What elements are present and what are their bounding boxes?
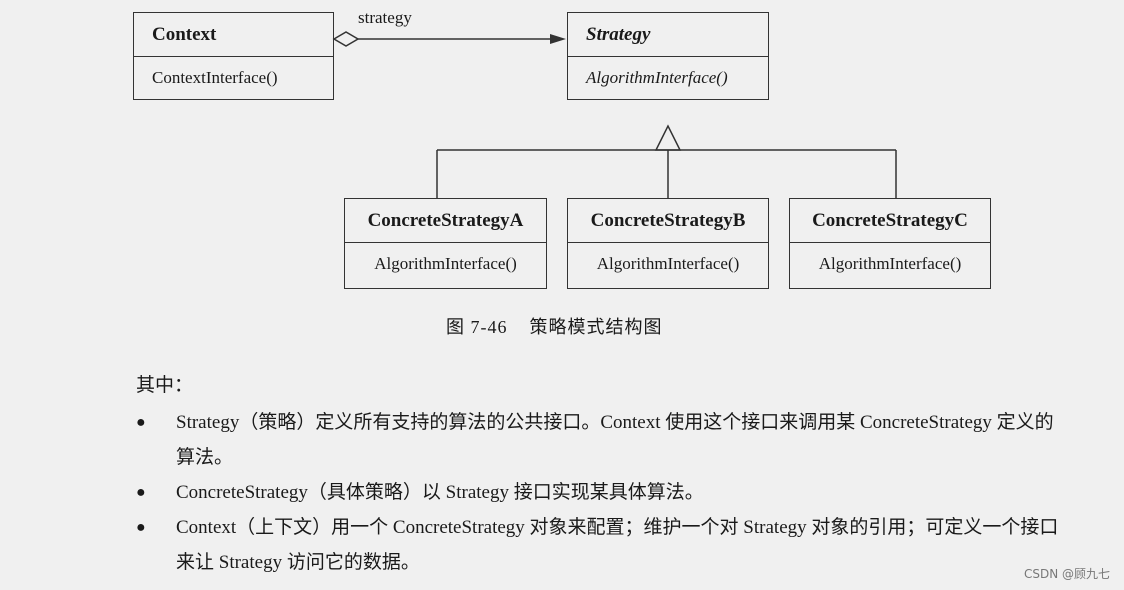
- class-context: Context ContextInterface(): [133, 12, 334, 100]
- figure-caption: 图 7-46 策略模式结构图: [446, 313, 663, 339]
- class-concrete-strategy-a: ConcreteStrategyA AlgorithmInterface(): [344, 198, 547, 289]
- class-concrete-strategy-b-method: AlgorithmInterface(): [596, 254, 740, 273]
- bullet-icon: ●: [136, 484, 146, 501]
- class-concrete-strategy-c: ConcreteStrategyC AlgorithmInterface(): [789, 198, 991, 289]
- list-item-text: ConcreteStrategy（具体策略）以 Strategy 接口实现某具体…: [176, 482, 704, 503]
- figure-number: 图 7-46: [446, 317, 508, 337]
- class-context-method: ContextInterface(): [152, 68, 278, 87]
- association-arrowhead: [550, 34, 566, 44]
- aggregation-diamond: [332, 31, 360, 47]
- list-item-text: Context（上下文）用一个 ConcreteStrategy 对象来配置；维…: [176, 517, 1059, 573]
- class-concrete-strategy-c-name: ConcreteStrategyC: [790, 199, 990, 243]
- description-intro: 其中：: [136, 375, 194, 396]
- diagram-connectors: [332, 31, 897, 198]
- description-list: ● Strategy（策略）定义所有支持的算法的公共接口。Context 使用这…: [136, 405, 1066, 580]
- class-context-name: Context: [134, 13, 333, 57]
- watermark: CSDN @顾九七: [1023, 567, 1110, 581]
- class-strategy-method: AlgorithmInterface(): [586, 68, 728, 87]
- list-item: ● ConcreteStrategy（具体策略）以 Strategy 接口实现某…: [136, 475, 1066, 510]
- list-item-text: Strategy（策略）定义所有支持的算法的公共接口。Context 使用这个接…: [176, 412, 1054, 468]
- bullet-icon: ●: [136, 414, 146, 431]
- figure-title: 策略模式结构图: [529, 317, 663, 337]
- bullet-icon: ●: [136, 519, 146, 536]
- class-concrete-strategy-b: ConcreteStrategyB AlgorithmInterface(): [567, 198, 769, 289]
- list-item: ● Strategy（策略）定义所有支持的算法的公共接口。Context 使用这…: [136, 405, 1066, 475]
- inheritance-triangle: [654, 124, 682, 151]
- class-concrete-strategy-b-name: ConcreteStrategyB: [568, 199, 768, 243]
- class-concrete-strategy-c-method: AlgorithmInterface(): [818, 254, 962, 273]
- class-concrete-strategy-a-method: AlgorithmInterface(): [374, 254, 517, 273]
- association-label: strategy: [358, 8, 412, 27]
- class-strategy: Strategy AlgorithmInterface(): [567, 12, 769, 100]
- class-concrete-strategy-a-name: ConcreteStrategyA: [345, 199, 546, 243]
- description-block: 其中： ● Strategy（策略）定义所有支持的算法的公共接口。Context…: [136, 368, 1066, 580]
- list-item: ● Context（上下文）用一个 ConcreteStrategy 对象来配置…: [136, 510, 1066, 580]
- class-strategy-name: Strategy: [568, 13, 768, 57]
